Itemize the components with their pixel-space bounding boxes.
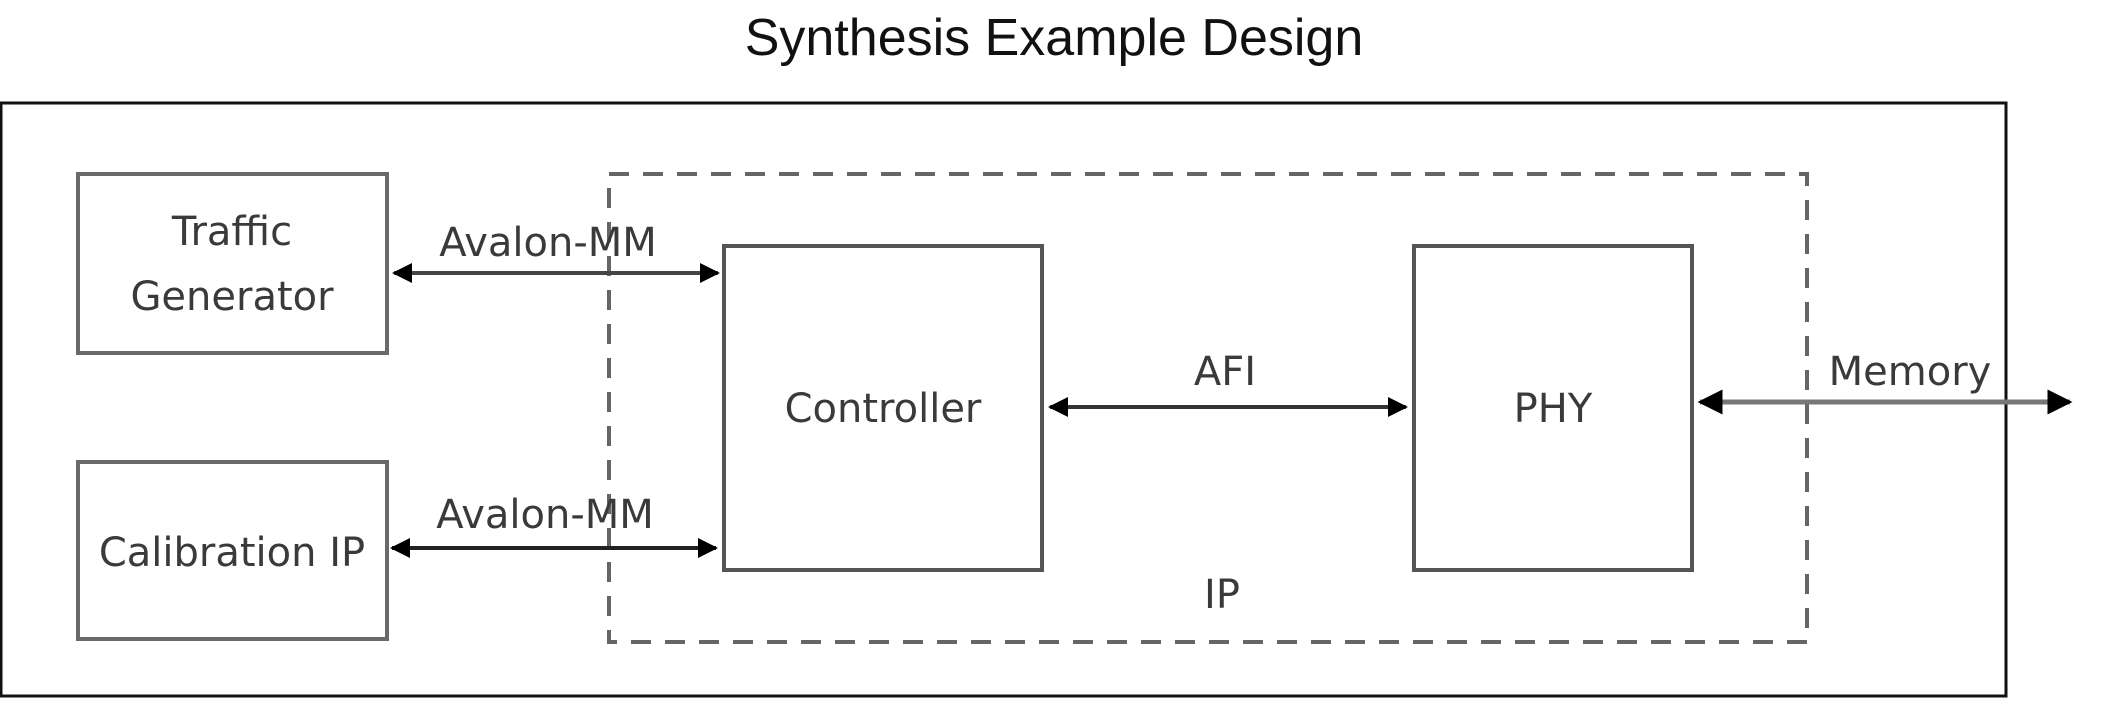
calibration-ip-label: Calibration IP <box>99 530 365 576</box>
controller-block[interactable]: Controller <box>722 244 1044 572</box>
avalon-mm-calibration-label: Avalon-MM <box>436 492 654 538</box>
traffic-generator-block[interactable]: Traffic Generator <box>76 172 389 355</box>
phy-block[interactable]: PHY <box>1412 244 1694 572</box>
ip-group-label: IP <box>1204 572 1240 618</box>
traffic-generator-label-line2: Generator <box>130 274 334 320</box>
controller-label: Controller <box>785 386 982 432</box>
calibration-ip-block[interactable]: Calibration IP <box>76 460 389 641</box>
memory-label: Memory <box>1829 349 1992 395</box>
avalon-mm-traffic-label: Avalon-MM <box>439 220 657 266</box>
phy-label: PHY <box>1514 386 1593 432</box>
diagram-title: Synthesis Example Design <box>744 9 1364 67</box>
traffic-generator-label-line1: Traffic <box>171 209 292 255</box>
afi-label: AFI <box>1194 349 1256 395</box>
